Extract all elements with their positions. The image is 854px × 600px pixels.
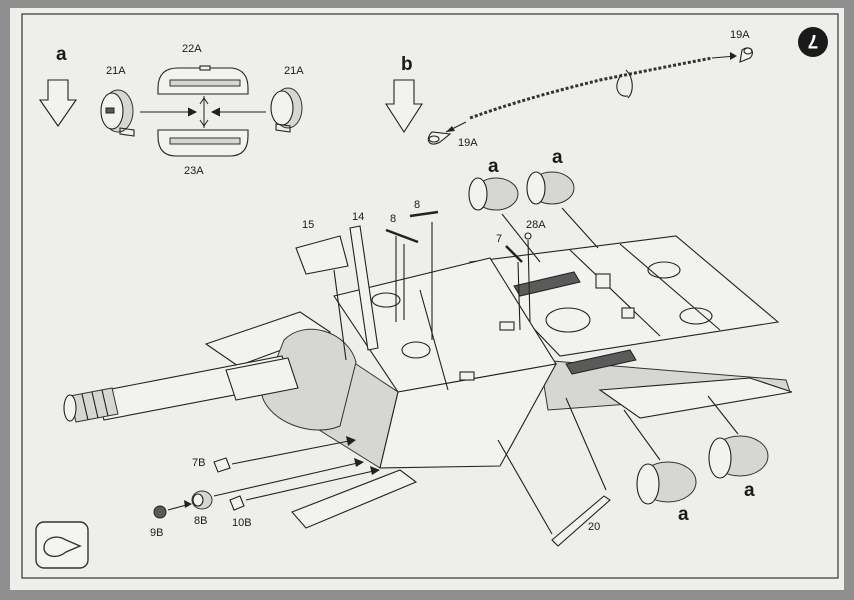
- step-number-badge: 7: [798, 27, 828, 57]
- gun-mantlet: [261, 328, 357, 431]
- part-8b-ring: [191, 490, 213, 510]
- part-7-antenna: [505, 245, 523, 263]
- hull-assembly: [63, 235, 793, 529]
- down-arrow-icon-b: [384, 79, 424, 134]
- label-9b: 9B: [150, 527, 163, 539]
- part-15-plate: [295, 235, 349, 275]
- engine-grille-bottom: [565, 349, 637, 375]
- fuel-drum-top-right: [526, 171, 575, 205]
- label-20: 20: [588, 521, 600, 533]
- label-drum-a2: a: [552, 147, 563, 168]
- part-10b-clamp: [229, 495, 245, 511]
- step-number: 7: [808, 30, 819, 51]
- label-8b: 8: [414, 199, 420, 211]
- part-21a-right-cap: [270, 87, 303, 133]
- left-fender: [204, 311, 332, 367]
- page-frame: [21, 13, 839, 579]
- detail-b-letter: b: [401, 54, 413, 75]
- detail-a-letter: a: [56, 44, 67, 65]
- label-drum-a3: a: [678, 504, 689, 525]
- label-8a: 8: [390, 213, 396, 225]
- fuel-drum-bottom-right: [708, 435, 769, 479]
- part-7b-plug: [213, 457, 231, 473]
- part-21a-left-cap: [100, 89, 135, 137]
- label-28a: 28A: [526, 219, 546, 231]
- part-8-rod-a: [385, 228, 419, 244]
- detail-a: a 21A 22A 23A: [38, 43, 304, 177]
- front-fender: [291, 469, 418, 529]
- label-10b: 10B: [232, 517, 252, 529]
- label-19a-left: 19A: [458, 137, 478, 149]
- part-22a-top-half: [157, 65, 249, 95]
- label-21a-left: 21A: [106, 65, 126, 77]
- part-28a-pin: [524, 232, 532, 240]
- label-8b-ring: 8B: [194, 515, 207, 527]
- right-fender: [598, 377, 793, 419]
- label-19a-right: 19A: [730, 29, 750, 41]
- glue-tube-icon: [35, 521, 89, 569]
- casemate-side: [379, 363, 558, 469]
- engine-grille-top: [513, 271, 581, 297]
- label-7: 7: [496, 233, 502, 245]
- label-drum-a1: a: [488, 156, 499, 177]
- part-23a-bottom-half: [157, 129, 249, 157]
- tow-rope: [469, 56, 713, 120]
- detail-b: b 19A 19A: [384, 29, 753, 149]
- down-arrow-icon-a: [38, 79, 78, 127]
- label-21a-right: 21A: [284, 65, 304, 77]
- part-20-tow-cable: [551, 495, 611, 547]
- rope-twist-arrow: [616, 73, 629, 97]
- label-23a: 23A: [184, 165, 204, 177]
- fuel-drum-bottom-left: [636, 461, 697, 505]
- label-7b: 7B: [192, 457, 205, 469]
- part-9b-nut: [153, 505, 167, 519]
- label-14: 14: [352, 211, 364, 223]
- label-22a: 22A: [182, 43, 202, 55]
- label-drum-a4: a: [744, 480, 755, 501]
- part-14-rail: [349, 225, 379, 351]
- gun-barrel: [63, 355, 299, 423]
- assembly-arrows-a: [140, 96, 266, 128]
- part-8-rod-b: [409, 210, 439, 218]
- label-15: 15: [302, 219, 314, 231]
- fuel-drum-top-left: [468, 177, 519, 211]
